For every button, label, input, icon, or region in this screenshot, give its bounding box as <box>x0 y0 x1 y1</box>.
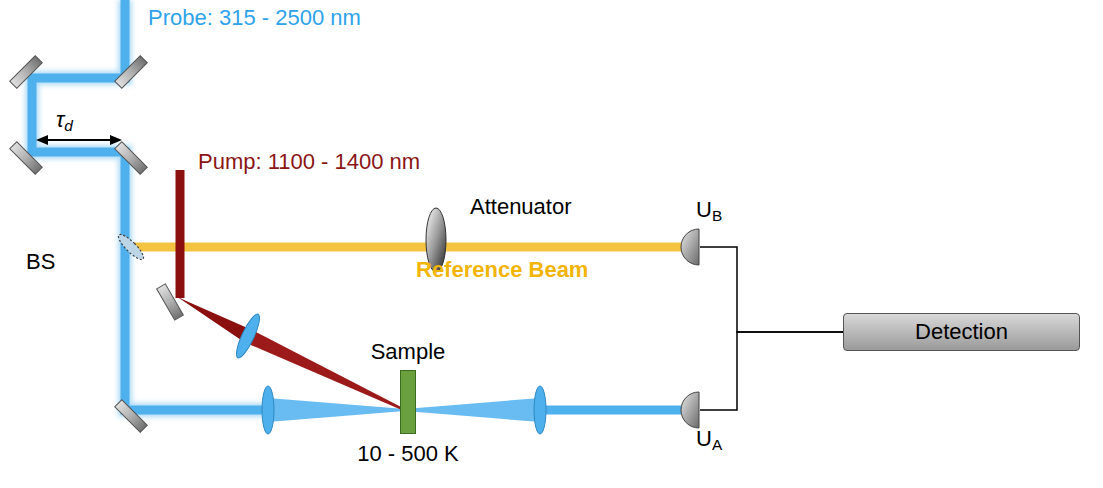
signal-wire <box>700 332 843 410</box>
beam-splitter <box>115 231 146 262</box>
sample-plate <box>400 370 416 434</box>
signal-name: UB <box>696 198 722 222</box>
delay-label: τd <box>56 108 73 132</box>
detector-symbol <box>680 228 700 266</box>
photodetector: UB <box>680 228 700 266</box>
box-label: Detection <box>856 320 1067 344</box>
photodetector: UA <box>680 391 700 429</box>
probe-label: Probe: 315 - 2500 nm <box>148 6 361 30</box>
temperature-range: 10 - 500 K <box>357 442 459 466</box>
probe-beam <box>32 0 682 422</box>
reference-beam <box>133 247 682 248</box>
process-box: Detection <box>843 313 1080 351</box>
mirror <box>10 56 184 433</box>
part-label: BS <box>26 250 55 274</box>
delay-arrow <box>36 135 122 145</box>
signal-name: UA <box>696 427 722 451</box>
pump-beam <box>176 170 405 411</box>
beam-label: Reference Beam <box>416 258 588 282</box>
part-label: Attenuator <box>470 195 572 219</box>
lens <box>232 312 546 434</box>
detector-symbol <box>680 391 700 429</box>
pump-label: Pump: 1100 - 1400 nm <box>198 150 420 174</box>
part-label: Sample <box>371 340 446 364</box>
sample-holder: Sample 10 - 500 K <box>357 340 459 466</box>
signal-wire <box>700 247 843 332</box>
